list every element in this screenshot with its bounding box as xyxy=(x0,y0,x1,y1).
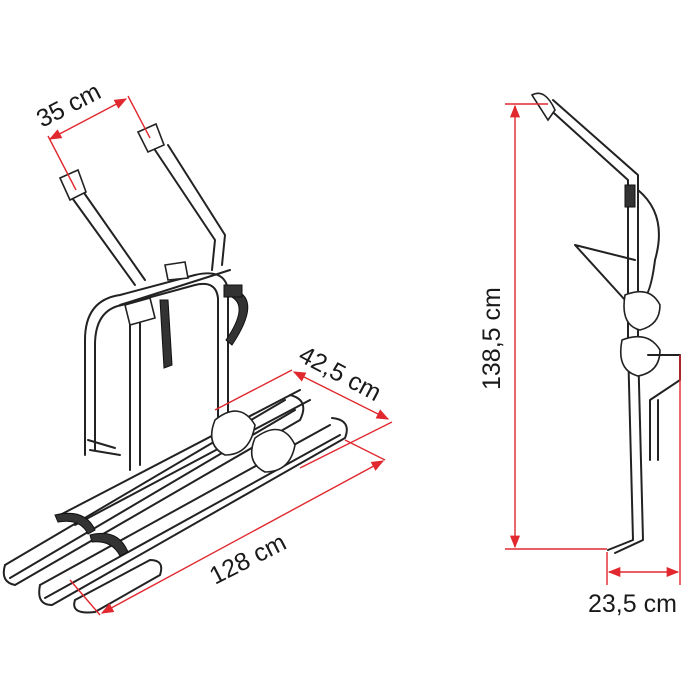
dimension-lines xyxy=(47,95,681,616)
dimension-label-height: 138,5 cm xyxy=(478,287,506,390)
dimension-label-arm-spacing: 35 cm xyxy=(32,77,105,133)
rack-perspective-view xyxy=(2,122,348,614)
dimension-label-rail-length: 128 cm xyxy=(205,528,291,590)
dimension-label-depth: 23,5 cm xyxy=(588,590,677,618)
rack-side-view xyxy=(530,92,681,554)
dimension-label-rail-spacing: 42,5 cm xyxy=(294,341,386,407)
